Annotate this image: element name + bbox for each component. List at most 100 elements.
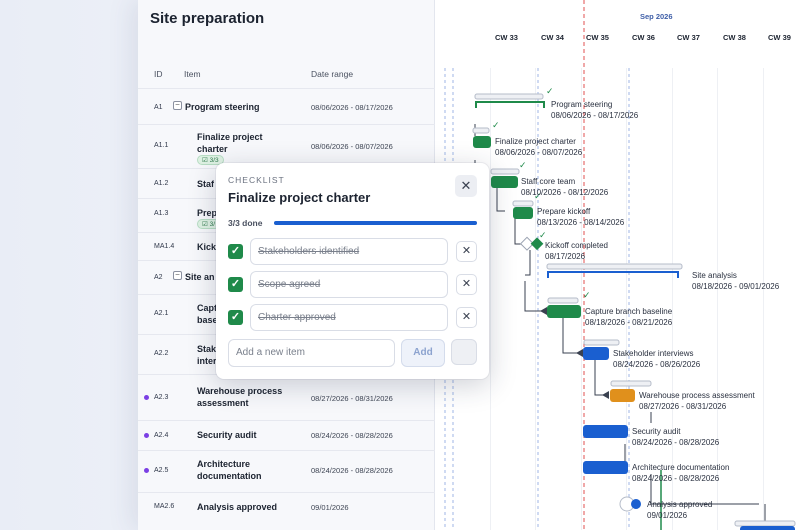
check-icon: ✓ [230, 311, 241, 323]
checklist-item: ✓ Scope agreed ✕ [228, 271, 477, 298]
done-check-icon: ✓ [534, 191, 542, 201]
table-row[interactable]: A2.5 Architecture documentation 08/24/20… [138, 450, 435, 492]
task-label-name: Prepare kickoff [537, 207, 591, 216]
row-name-line: base [197, 315, 218, 325]
row-name: Prep [197, 208, 218, 218]
new-item-input[interactable]: Add a new item [228, 339, 395, 367]
item-checkbox[interactable]: ✓ [228, 244, 243, 259]
task-bar [740, 526, 795, 530]
row-id: MA2.6 [154, 503, 175, 510]
done-check-icon: ✓ [519, 160, 527, 170]
table-row[interactable]: MA2.6 Analysis approved 09/01/2026 [138, 492, 435, 530]
table-row[interactable]: A1 − Program steering 08/06/2026 - 08/17… [138, 88, 435, 124]
row-id: A2.3 [154, 394, 169, 401]
check-icon: ✓ [230, 245, 241, 257]
check-icon: ✓ [230, 278, 241, 290]
status-dot [144, 433, 149, 438]
row-name: Kick [197, 242, 217, 252]
row-id: A1 [154, 104, 163, 111]
task-label-date: 08/17/2026 [545, 252, 586, 261]
table-row[interactable]: A2.3 Warehouse process assessment 08/27/… [138, 374, 435, 420]
week-header: CW 35 [586, 33, 609, 42]
task-label-date: 08/18/2026 - 09/01/2026 [692, 282, 780, 291]
close-icon: ✕ [461, 278, 472, 290]
task-label: Staff core team 08/10/2026 - 08/12/2026 [521, 176, 608, 198]
task-label-date: 08/24/2026 - 08/28/2026 [632, 438, 720, 447]
item-checkbox[interactable]: ✓ [228, 310, 243, 325]
task-label-name: Stakeholder interviews [613, 349, 694, 358]
collapse-toggle[interactable]: − [173, 271, 182, 280]
grid-line [626, 68, 627, 530]
row-date: 08/27/2026 - 08/31/2026 [311, 394, 393, 403]
options-button[interactable] [451, 339, 477, 365]
task-label-date: 08/06/2026 - 08/07/2026 [495, 148, 583, 157]
checklist-chip-count: 3/ [209, 221, 216, 228]
delete-item-button[interactable]: ✕ [456, 274, 477, 295]
row-name: Analysis approved [197, 502, 278, 512]
done-check-icon: ✓ [583, 290, 591, 300]
item-text-field[interactable]: Stakeholders identified [250, 238, 448, 265]
row-name-line: Captu [197, 303, 223, 313]
checklist-chip[interactable]: ☑ 3/3 [197, 155, 224, 165]
task-label-date: 08/10/2026 - 08/12/2026 [521, 188, 609, 197]
progress-fill [274, 221, 477, 225]
row-name-line: inter [197, 356, 217, 366]
done-check-icon: ✓ [546, 86, 554, 96]
row-name: Security audit [197, 430, 257, 440]
week-header: CW 34 [541, 33, 564, 42]
item-text-field[interactable]: Scope agreed [250, 271, 448, 298]
task-label-date: 09/01/2026 [647, 511, 688, 520]
row-id: A2.2 [154, 350, 169, 357]
gantt-chart[interactable]: Sep 2026 CW 33 CW 34 CW 35 CW 36 CW 37 C… [435, 0, 800, 530]
delete-item-button[interactable]: ✕ [456, 307, 477, 328]
close-button[interactable]: ✕ [455, 175, 477, 197]
item-checkbox[interactable]: ✓ [228, 277, 243, 292]
table-row[interactable]: A2.4 Security audit 08/24/2026 - 08/28/2… [138, 420, 435, 450]
task-label-name: Staff core team [521, 177, 576, 186]
row-name: Site an [185, 272, 215, 282]
checklist-popup: CHECKLIST Finalize project charter ✕ 3/3… [216, 163, 489, 379]
task-label-date: 08/27/2026 - 08/31/2026 [639, 402, 727, 411]
task-label-name: Program steering [551, 100, 613, 109]
milestone-diamond [519, 236, 535, 251]
week-header: CW 33 [495, 33, 518, 42]
delete-item-button[interactable]: ✕ [456, 241, 477, 262]
collapse-toggle[interactable]: − [173, 101, 182, 110]
row-name: Program steering [185, 102, 260, 112]
row-name: Architecture documentation [197, 459, 262, 481]
done-check-icon: ✓ [539, 230, 547, 240]
table-row[interactable]: A1.1 Finalize project charter ☑ 3/3 08/0… [138, 124, 435, 168]
progress-label: 3/3 done [228, 218, 263, 228]
close-icon: ✕ [461, 245, 472, 257]
row-date: 08/24/2026 - 08/28/2026 [311, 466, 393, 475]
column-header-date[interactable]: Date range [311, 69, 354, 79]
checklist-item: ✓ Charter approved ✕ [228, 304, 477, 331]
progress-bar [274, 221, 477, 225]
item-text-field[interactable]: Charter approved [250, 304, 448, 331]
close-icon: ✕ [460, 178, 472, 193]
column-header-id[interactable]: ID [154, 69, 163, 79]
task-label-name: Site analysis [692, 271, 737, 280]
task-bar [513, 207, 533, 219]
row-name: Staf [197, 179, 215, 189]
grid-line [763, 68, 764, 530]
row-date: 08/24/2026 - 08/28/2026 [311, 431, 393, 440]
grid-line [490, 68, 491, 530]
row-id: A1.2 [154, 180, 169, 187]
task-bar [583, 461, 628, 474]
grid-line [672, 68, 673, 530]
grid-line [717, 68, 718, 530]
row-date: 09/01/2026 [311, 503, 349, 512]
week-header: CW 37 [677, 33, 700, 42]
add-item-button[interactable]: Add [401, 339, 445, 367]
column-header-item[interactable]: Item [184, 69, 201, 79]
